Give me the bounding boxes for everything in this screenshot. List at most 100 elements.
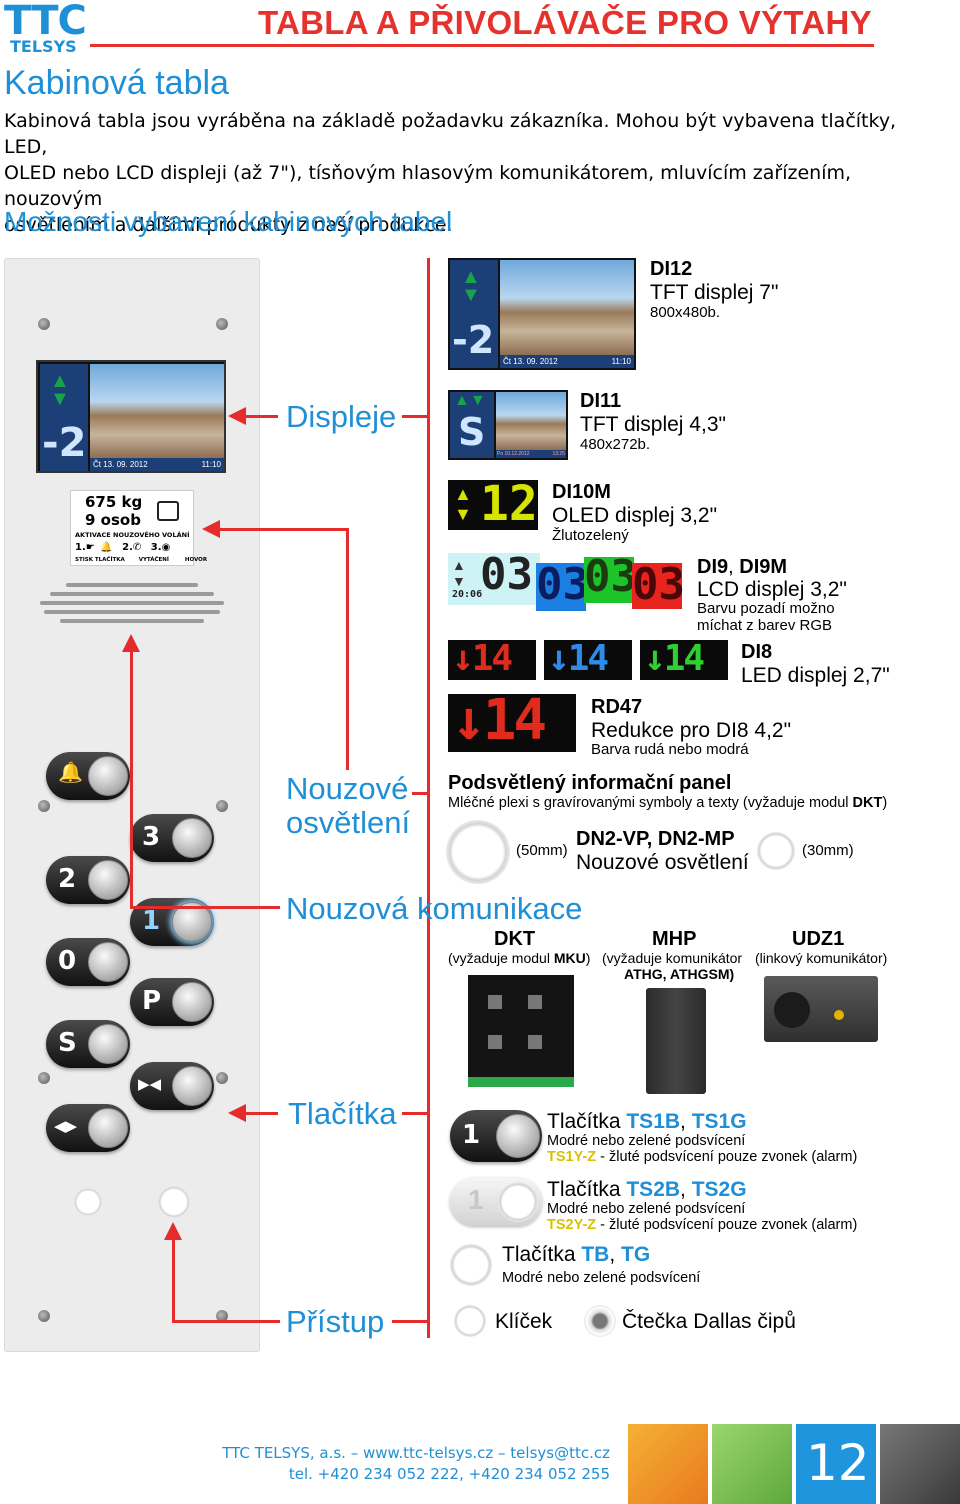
mhp-name: MHP	[652, 928, 697, 950]
dial-caption: VYTÁČENÍ	[138, 557, 169, 563]
category-emergency-light: Nouzové osvětlení	[286, 772, 410, 840]
di9-lcd-blue: 03	[536, 559, 589, 611]
di10m-name: DI10M	[552, 481, 611, 503]
up-down-arrows-icon: ▲▼	[454, 484, 472, 524]
connector-line	[172, 1320, 280, 1323]
di12-status-bar: Čt 13. 09. 2012 11:10	[500, 355, 634, 368]
speaker-grill	[60, 619, 204, 623]
di12-side: ▲▼ -2	[450, 260, 498, 368]
panel-button-door-open[interactable]: ◀▶	[46, 1104, 130, 1152]
button-cap	[498, 1182, 538, 1222]
speaker-icon	[774, 992, 810, 1028]
footer-phone-line: tel. +420 234 052 222, +420 234 052 255	[288, 1465, 610, 1483]
person-capacity: 9 osob	[85, 511, 141, 529]
dn2-light-small	[757, 832, 795, 870]
di8-led-green: ↓14	[640, 638, 728, 680]
panel-button-floor-s[interactable]: S	[46, 1020, 130, 1068]
button-symbol: 1	[142, 906, 161, 936]
rd47-floor: ↓14	[452, 688, 547, 753]
di9-floor: 03	[536, 559, 589, 610]
rd47-name: RD47	[591, 696, 643, 718]
arrow-left-icon	[228, 407, 246, 425]
ts2-button-image: 1	[450, 1178, 542, 1226]
dallas-image	[584, 1305, 616, 1337]
step-3: 3.	[150, 542, 162, 553]
di10m-note: Žlutozelený	[552, 527, 629, 544]
key-switch[interactable]	[74, 1188, 102, 1216]
step-row: 1.☛ 🔔 2.✆ 3.◉	[75, 542, 191, 553]
di8-desc: LED displej 2,7"	[741, 664, 890, 687]
logo-wordmark: TELSYS	[10, 37, 77, 56]
panel-button-floor-2[interactable]: 2	[46, 856, 130, 904]
di9m-code: DI9M	[739, 556, 788, 578]
ts1-title: Tlačítka TS1B, TS1G	[547, 1110, 747, 1134]
page-header-title: TABLA A PŘIVOLÁVAČE PRO VÝTAHY	[257, 4, 872, 41]
bell-icon: 🔔	[100, 542, 113, 553]
prague-photo	[90, 364, 224, 458]
header-divider	[90, 44, 874, 47]
board-chip	[528, 1035, 542, 1049]
board-chip	[488, 995, 502, 1009]
ts1b-code: TS1B	[626, 1110, 681, 1133]
page-number-box: 12	[796, 1424, 876, 1504]
ts1g-code: TS1G	[691, 1110, 747, 1133]
button-symbol: 3	[142, 822, 161, 852]
footer-image-orange	[628, 1424, 708, 1504]
dkt-note-end: )	[585, 950, 591, 966]
ts2-title: Tlačítka TS2B, TS2G	[547, 1178, 747, 1202]
speaker-grill	[44, 610, 220, 614]
door-close-icon: ▶◀	[138, 1075, 162, 1093]
dkt-code: DKT	[852, 795, 883, 811]
button-symbol: P	[142, 986, 162, 1016]
di11-date: Po 10.12.2012	[497, 451, 530, 457]
panel-button-door-close[interactable]: ▶◀	[130, 1062, 214, 1110]
tb-button-image	[450, 1244, 492, 1286]
panel-button-alarm[interactable]: 🔔	[46, 752, 130, 800]
di12-name: DI12	[650, 258, 693, 280]
mhp-note: (vyžaduje komunikátor	[602, 950, 743, 966]
ts2g-code: TS2G	[691, 1178, 747, 1201]
dn2-size-large: (50mm)	[516, 842, 568, 859]
tb-title-text: Tlačítka	[502, 1243, 582, 1266]
di8-floor: ↓14	[452, 638, 513, 679]
panel-button-floor-3[interactable]: 3	[130, 814, 214, 862]
arrow-down-icon: ↓	[452, 638, 474, 679]
connector-line	[172, 1238, 175, 1322]
speaker-grill	[50, 592, 214, 596]
info-plate: 675 kg 9 osob AKTIVACE NOUZOVÉHO VOLÁNÍ …	[70, 490, 207, 566]
di8-floor-digits: 14	[567, 638, 609, 679]
ts1-title-text: Tlačítka	[547, 1110, 627, 1133]
connector-line	[402, 1112, 429, 1115]
tg-code: TG	[621, 1243, 651, 1266]
di10m-desc: OLED displej 3,2"	[552, 504, 718, 527]
panel-status-bar: Čt 13. 09. 2012 11:10	[90, 458, 224, 471]
connector-line	[244, 1112, 278, 1115]
ts1-alt: TS1Y-Z - žluté podsvícení pouze zvonek (…	[547, 1149, 857, 1165]
di11-status-bar: Po 10.12.2012 13:25	[496, 450, 566, 458]
button-symbol: 1	[462, 1120, 481, 1150]
section-title: Kabinová tabla	[4, 64, 229, 102]
info-panel-title: Podsvětlený informační panel	[448, 772, 732, 794]
info-panel-desc: Mléčné plexi s gravírovanými symboly a t…	[448, 795, 887, 811]
tb-title: Tlačítka TB, TG	[502, 1243, 650, 1267]
udz1-device-image	[764, 976, 878, 1042]
dallas-reader[interactable]	[158, 1186, 190, 1218]
di9-code: DI9	[697, 556, 729, 578]
category-line: osvětlení	[286, 805, 411, 840]
intro-line: osvětlením a dalšími produkty z naší pro…	[4, 214, 453, 236]
ts1-button-image: 1	[450, 1110, 542, 1162]
ts2-desc: Modré nebo zelené podsvícení	[547, 1201, 746, 1217]
di9-floor: 03	[584, 551, 637, 602]
footer-contact-line: TTC TELSYS, a.s. – www.ttc-telsys.cz – t…	[222, 1444, 610, 1462]
rd47-note: Barva rudá nebo modrá	[591, 741, 749, 758]
separator: ,	[728, 556, 740, 578]
rd47-floor-digits: 14	[482, 688, 547, 753]
panel-button-floor-p[interactable]: P	[130, 978, 214, 1026]
connector-line	[218, 528, 348, 531]
di8-led-red: ↓14	[448, 638, 536, 680]
panel-button-floor-0[interactable]: 0	[46, 938, 130, 986]
info-panel-desc-end: )	[882, 795, 888, 811]
screw	[216, 800, 228, 812]
di8-led-blue: ↓14	[544, 638, 632, 680]
intro-line: OLED nebo LCD displeji (až 7"), tísňovým…	[4, 162, 852, 210]
